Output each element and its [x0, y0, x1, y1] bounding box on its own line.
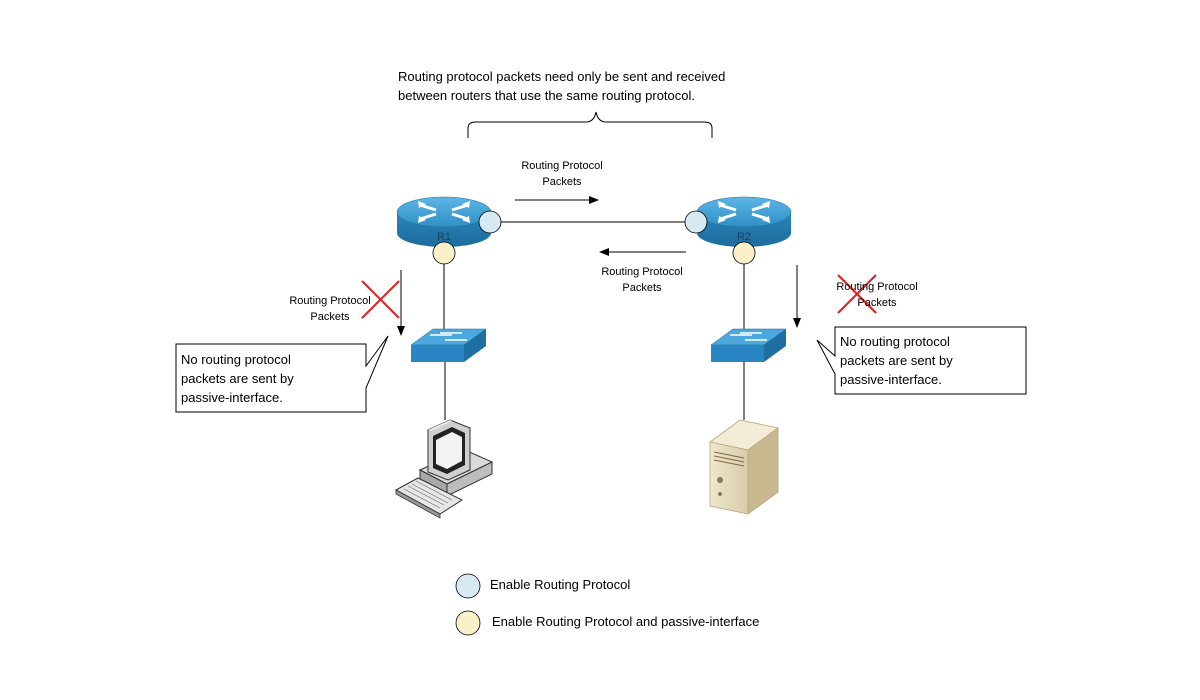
server-icon [709, 419, 779, 515]
switch-2-icon [710, 328, 787, 362]
top-note-line2: between routers that use the same routin… [398, 88, 696, 103]
router-r2-label: R2 [736, 231, 752, 243]
r1-interface-passive [432, 241, 456, 265]
blocked-x-icon-right [837, 274, 877, 314]
packet-label-r2-to-r1: Routing Protocol Packets [601, 266, 683, 294]
top-note: Routing protocol packets need only be se… [398, 67, 798, 105]
callout-left-text: No routing protocol packets are sent by … [181, 352, 294, 405]
legend-passive-label: Enable Routing Protocol and passive-inte… [492, 614, 760, 629]
switch-1-icon [410, 328, 487, 362]
r1-interface-routing [478, 210, 502, 234]
r2-interface-routing [684, 210, 708, 234]
callout-right-text: No routing protocol packets are sent by … [840, 334, 953, 387]
packet-label-r2-blocked: Routing Protocol Packets [836, 281, 918, 309]
callout-right-shape [816, 326, 1027, 395]
r2-interface-passive [732, 241, 756, 265]
blocked-x-icon-left [361, 280, 400, 319]
legend-routing-swatch [455, 573, 481, 599]
router-r2-icon [696, 196, 792, 247]
pc-icon [394, 419, 494, 519]
callout-left-shape [175, 335, 389, 413]
packet-label-r1-blocked: Routing Protocol Packets [289, 295, 371, 323]
legend-routing-label: Enable Routing Protocol [490, 577, 631, 592]
packet-label-r1-to-r2: Routing Protocol Packets [521, 160, 603, 188]
legend-passive-swatch [455, 610, 481, 636]
router-r1-label: R1 [436, 231, 452, 243]
top-note-line1: Routing protocol packets need only be se… [398, 69, 726, 84]
brace [467, 111, 713, 138]
router-r1-icon [396, 196, 492, 247]
